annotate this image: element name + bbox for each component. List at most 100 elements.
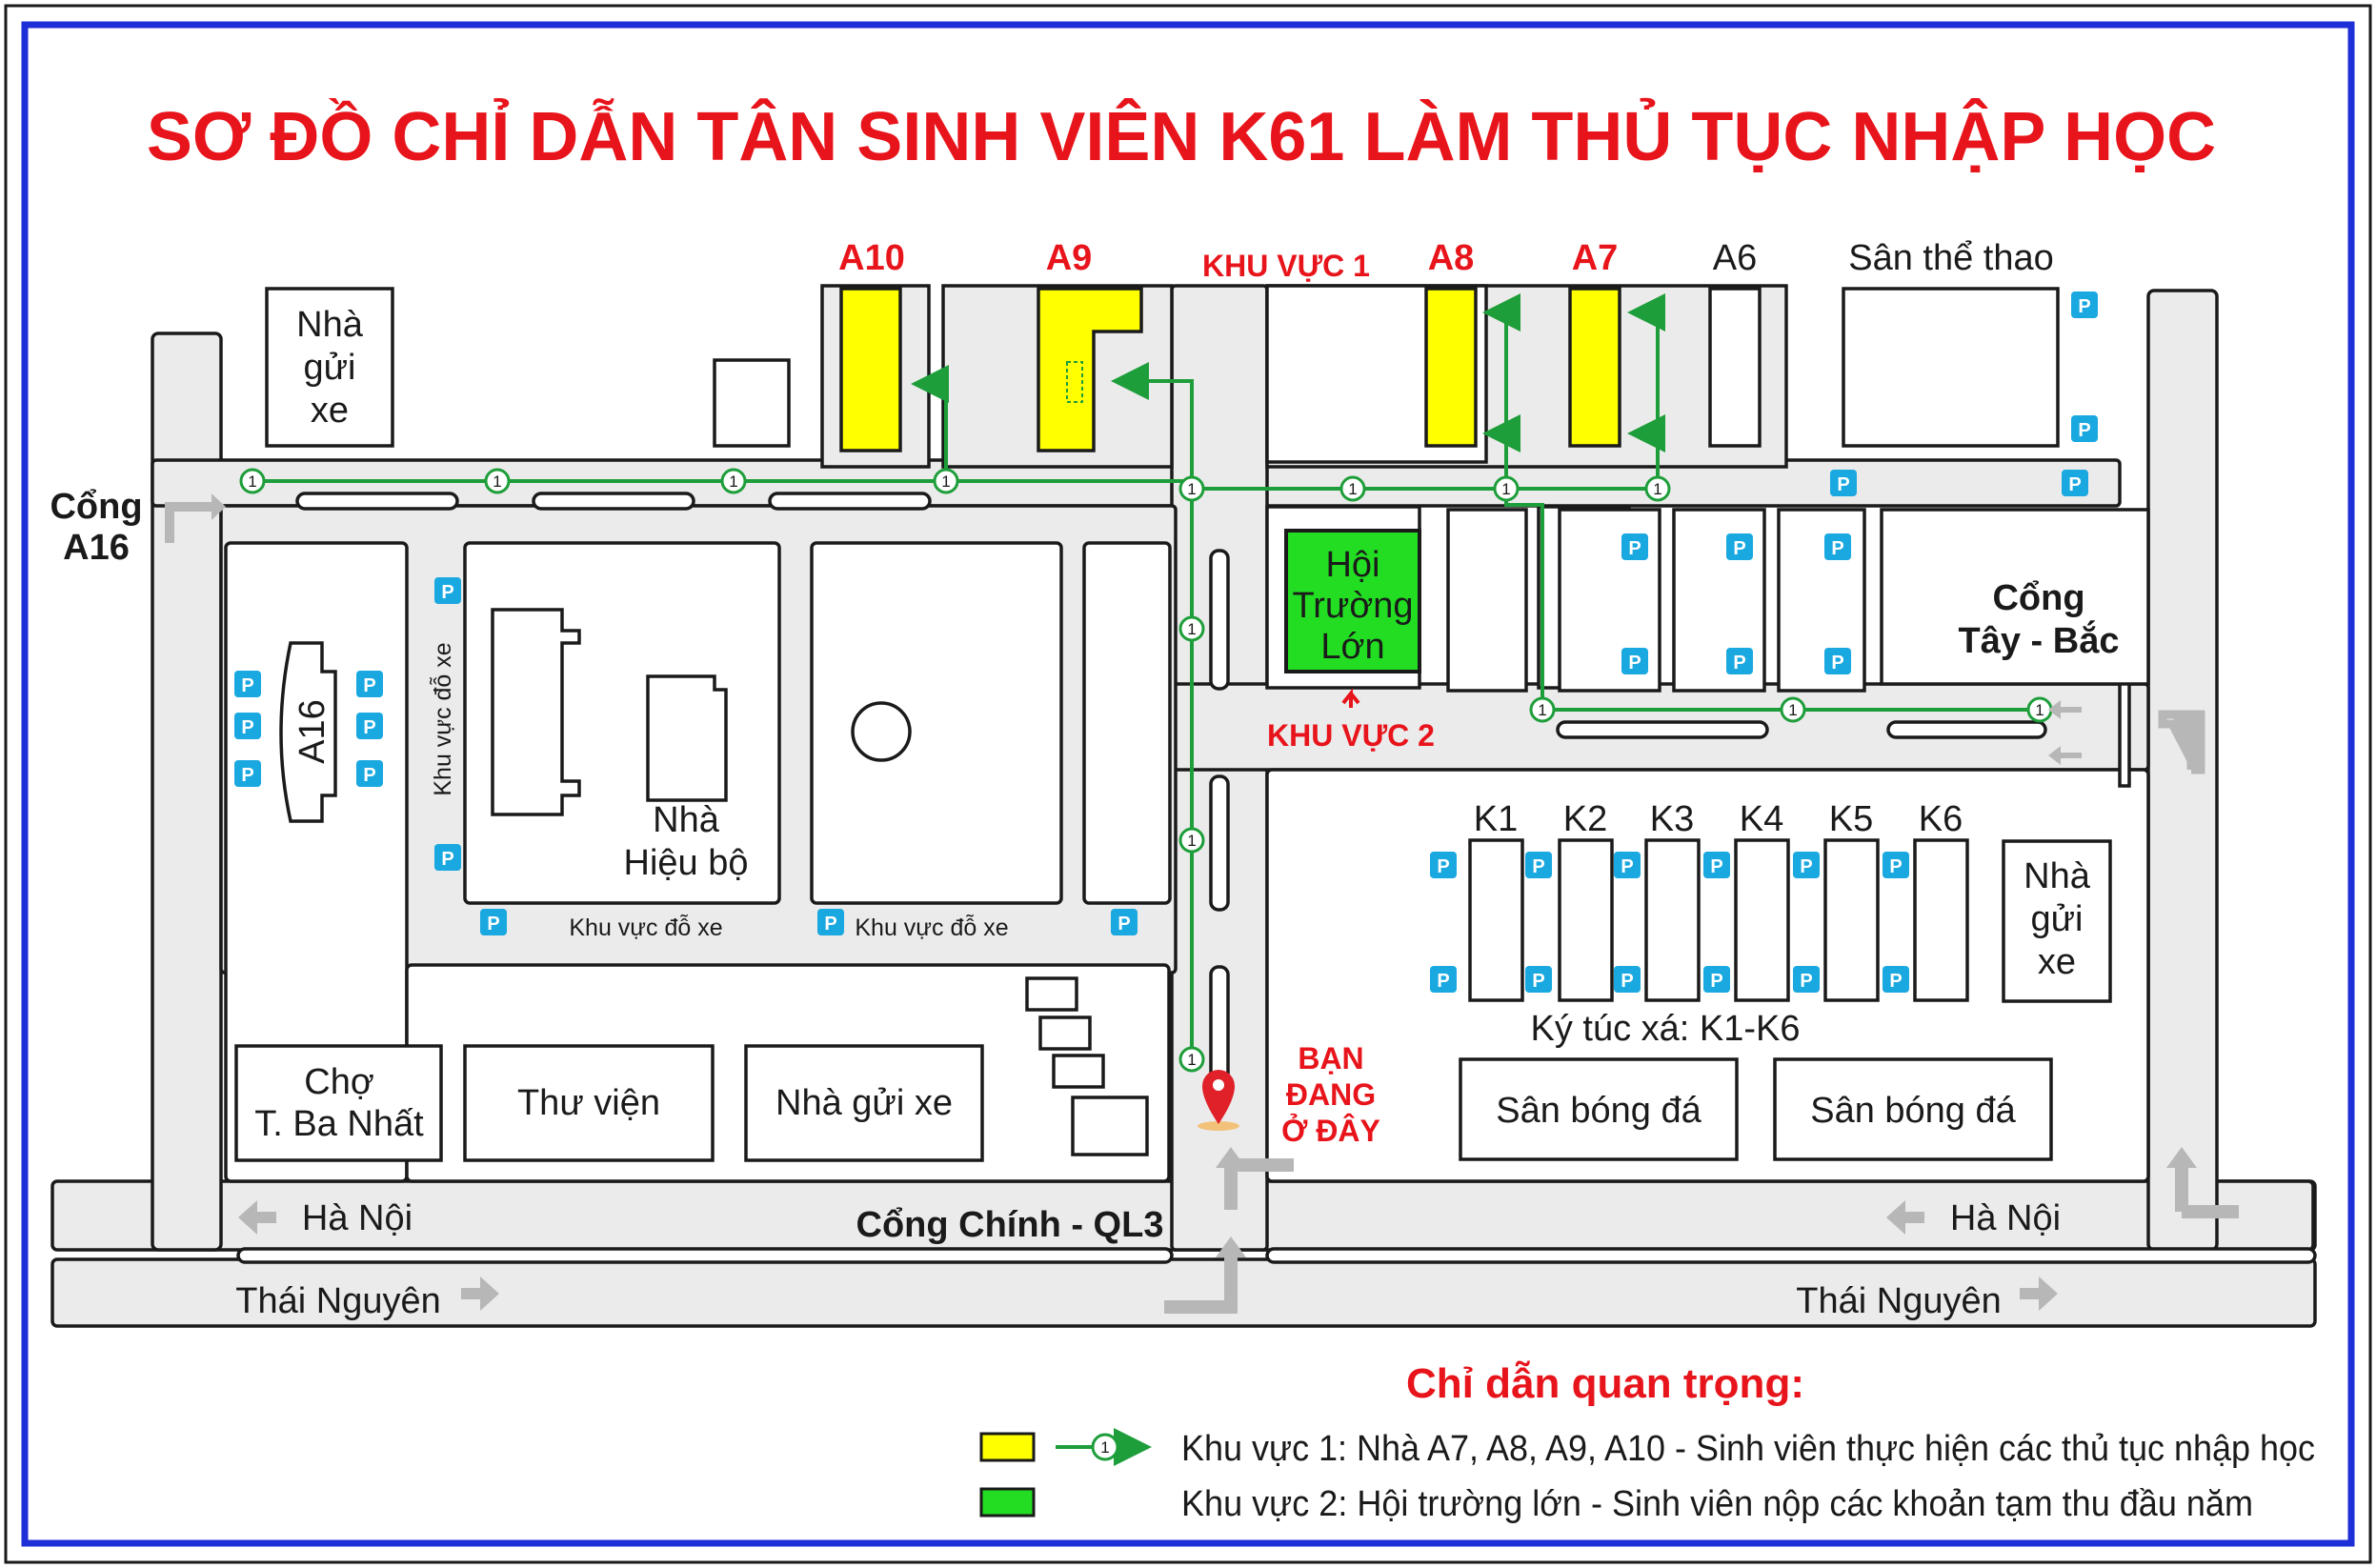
label-hall-2: Trường	[1292, 586, 1413, 626]
legend: Chỉ dẫn quan trọng: 1 Khu vực 1: Nhà A7,…	[979, 1359, 2315, 1524]
building-small-s3	[1052, 1054, 1105, 1089]
parking-icon: P	[356, 671, 383, 697]
parking-icon: P	[356, 713, 383, 739]
divider-c1	[1209, 549, 1230, 691]
label-parking-east-3: xe	[2038, 942, 2076, 982]
divider-c2	[1209, 774, 1230, 912]
route-node: 1	[484, 468, 511, 494]
legend-swatch-1	[979, 1432, 1036, 1462]
svg-text:P: P	[1733, 538, 1745, 559]
gate-main: Cổng Chính - QL3	[856, 1205, 1164, 1245]
building-east-4	[1777, 508, 1866, 693]
building-hall	[1284, 529, 1421, 673]
parking-icon: P	[1111, 909, 1138, 935]
label-market-2: T. Ba Nhất	[254, 1104, 424, 1144]
svg-text:P: P	[2078, 420, 2090, 441]
parking-icon: P	[1824, 648, 1851, 674]
building-market	[234, 1044, 443, 1162]
svg-text:P: P	[487, 914, 499, 935]
parking-icon: P	[234, 760, 261, 787]
svg-text:1: 1	[1187, 1051, 1196, 1069]
svg-text:P: P	[2078, 296, 2090, 317]
label-hall-3: Lớn	[1320, 627, 1384, 667]
svg-text:1: 1	[1653, 480, 1661, 498]
svg-text:P: P	[363, 675, 375, 696]
divider-e2	[1886, 720, 2047, 739]
legend-item-2: Khu vực 2: Hội trường lớn - Sinh viên nộ…	[1181, 1484, 2253, 1524]
building-a6	[1708, 287, 1762, 448]
parking-icon: P	[1726, 533, 1753, 560]
svg-text:P: P	[1621, 971, 1633, 992]
svg-text:P: P	[2068, 474, 2081, 495]
label-a6: A6	[1713, 238, 1757, 278]
label-zone2: KHU VỰC 2	[1267, 718, 1435, 753]
arrow-main-out-head	[1216, 1236, 1246, 1257]
building-small-north	[713, 358, 791, 448]
parking-icon: P	[1793, 852, 1820, 878]
divider-n3	[768, 492, 932, 511]
arrow-gate-a16	[165, 502, 211, 543]
route-node: 1	[1178, 1046, 1205, 1073]
svg-text:P: P	[1437, 971, 1449, 992]
svg-text:1: 1	[729, 472, 737, 491]
svg-text:P: P	[1628, 653, 1641, 673]
label-k1: K1	[1474, 799, 1518, 839]
divider-ql3-west	[236, 1247, 1174, 1264]
parking-icon: P	[1525, 852, 1552, 878]
building-admin-right	[646, 674, 728, 802]
route-node: 1	[1178, 615, 1205, 642]
building-sports-ground	[1842, 287, 2060, 448]
block-stadium	[810, 541, 1063, 905]
svg-text:1: 1	[1538, 701, 1546, 719]
gate-nw-2: Tây - Bắc	[1959, 619, 2120, 661]
building-a16	[279, 641, 337, 823]
svg-text:P: P	[1831, 538, 1843, 559]
label-a7: A7	[1572, 238, 1619, 278]
building-small-s2	[1038, 1015, 1092, 1051]
label-k2: K2	[1563, 799, 1607, 839]
arrow-hanoi-right	[1886, 1200, 1924, 1235]
building-east-5	[1880, 508, 2150, 686]
you-are-here-2: ĐANG	[1286, 1077, 1376, 1112]
parking-icon: P	[1726, 648, 1753, 674]
legend-item-1: Khu vực 1: Nhà A7, A8, A9, A10 - Sinh vi…	[1181, 1429, 2315, 1469]
route-node: 1	[239, 468, 266, 494]
svg-text:P: P	[441, 849, 453, 870]
label-a8: A8	[1428, 238, 1475, 278]
legend-title: Chỉ dẫn quan trọng:	[1406, 1359, 1804, 1407]
svg-text:P: P	[1628, 538, 1641, 559]
route-node: 1	[1178, 827, 1205, 854]
arrow-main-out	[1164, 1257, 1238, 1314]
svg-text:P: P	[1800, 971, 1812, 992]
road-ql3-lower	[50, 1257, 2317, 1328]
you-are-here-3: Ở ĐÂY	[1281, 1114, 1380, 1148]
svg-text:1: 1	[1187, 832, 1196, 850]
svg-text:P: P	[241, 675, 253, 696]
dir-tn-left: Thái Nguyên	[235, 1281, 440, 1321]
route-node: 1	[1339, 475, 1366, 502]
parking-icon: P	[480, 909, 507, 935]
label-parking-area-2: Khu vực đỗ xe	[855, 914, 1008, 941]
svg-text:1: 1	[1501, 480, 1510, 498]
gate-bar-nw	[2118, 674, 2131, 788]
svg-text:1: 1	[1348, 480, 1357, 498]
road-east	[2146, 289, 2219, 1252]
parking-icon: P	[1703, 966, 1730, 993]
svg-text:P: P	[1621, 856, 1633, 877]
dorm-k1	[1468, 838, 1524, 1002]
gate-a16-1: Cổng	[50, 487, 142, 527]
a9-entrance	[1066, 361, 1083, 403]
parking-icon: P	[1793, 966, 1820, 993]
label-sports-ground: Sân thể thao	[1848, 238, 2054, 278]
svg-text:P: P	[363, 765, 375, 786]
building-parking-south	[744, 1044, 984, 1162]
label-admin-1: Nhà	[653, 800, 720, 840]
route-node: 1	[1529, 696, 1556, 723]
svg-text:1: 1	[493, 472, 501, 491]
building-a10	[839, 287, 902, 452]
legend-node	[1091, 1433, 1119, 1461]
arrow-zone2	[1341, 688, 1360, 708]
parking-icon: P	[1614, 852, 1641, 878]
